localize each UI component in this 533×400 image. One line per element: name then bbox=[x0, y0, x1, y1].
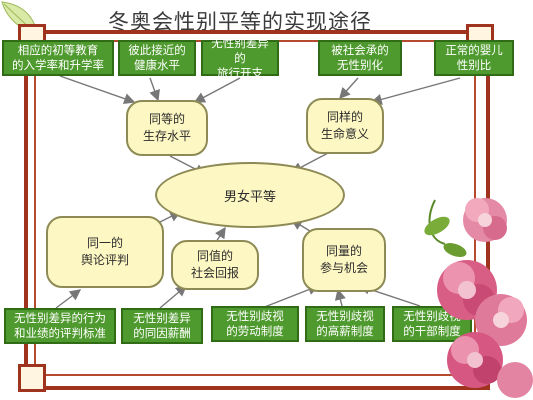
top-box: 相应的初等教育 的入学率和升学率 bbox=[2, 40, 114, 76]
bottom-box: 无性别差异的行为 和业绩的评判标准 bbox=[4, 308, 116, 344]
mid-bottom-box: 同值的 社会回报 bbox=[171, 240, 259, 290]
mid-bottom-box: 同一的 舆论评判 bbox=[46, 216, 164, 288]
mid-top-box: 同等的 生存水平 bbox=[126, 100, 208, 156]
top-box: 被社会承的 无性别化 bbox=[318, 40, 402, 76]
flower-decoration-icon bbox=[424, 198, 533, 398]
arrow bbox=[370, 77, 461, 105]
mid-bottom-box: 同量的 参与机会 bbox=[302, 228, 386, 292]
arrow bbox=[193, 77, 241, 103]
arrow bbox=[55, 289, 82, 309]
mid-top-box: 同样的 生命意义 bbox=[306, 98, 384, 154]
arrow bbox=[159, 285, 188, 309]
arrow bbox=[334, 288, 346, 307]
bottom-box: 无性别差异 的同因薪酬 bbox=[121, 308, 203, 344]
arrow bbox=[59, 75, 136, 105]
center-node: 男女平等 bbox=[155, 162, 345, 228]
arrow bbox=[261, 284, 320, 309]
bottom-box: 无性别歧视 的高薪制度 bbox=[305, 306, 385, 342]
arrow bbox=[149, 77, 160, 102]
bottom-box: 无性别歧视 的劳动制度 bbox=[211, 306, 299, 342]
arrow bbox=[214, 226, 226, 243]
top-box: 正常的婴儿 性别比 bbox=[434, 40, 514, 76]
top-box: 彼此接近的 健康水平 bbox=[118, 40, 196, 76]
top-box: 无性别差异的 旅行开支 bbox=[201, 36, 279, 80]
arrow bbox=[339, 77, 359, 100]
frame-corner bbox=[18, 364, 46, 392]
